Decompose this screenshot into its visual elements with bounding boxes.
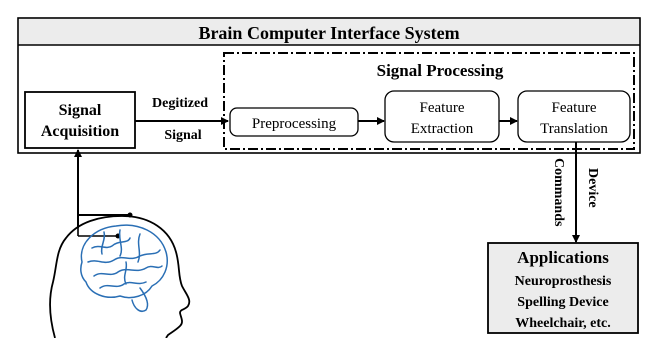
device-commands-word1: Device xyxy=(585,168,600,208)
signal-processing-box xyxy=(223,52,635,150)
head-outline xyxy=(49,215,191,338)
digitized-signal-line1: Degitized xyxy=(152,96,208,111)
feature-translation-line2: Translation xyxy=(540,121,608,137)
feature-extraction-line1: Feature xyxy=(420,100,465,116)
brain-signal-connector xyxy=(78,150,130,228)
signal-acquisition-line2: Acquisition xyxy=(41,123,119,140)
applications-title: Applications xyxy=(517,248,609,267)
application-item-2: Spelling Device xyxy=(517,295,608,310)
feature-translation-box xyxy=(517,90,631,143)
feature-extraction-box xyxy=(384,90,500,143)
signal-acquisition-line1: Signal xyxy=(59,102,102,119)
system-title-band xyxy=(19,19,639,45)
applications-box xyxy=(487,242,639,334)
system-title: Brain Computer Interface System xyxy=(198,23,459,43)
application-item-1: Neuroprosthesis xyxy=(515,274,612,289)
application-item-3: Wheelchair, etc. xyxy=(515,316,611,331)
digitized-signal-line2: Signal xyxy=(164,128,201,143)
device-commands-word2: Commands xyxy=(551,158,566,227)
feature-translation-line1: Feature xyxy=(552,100,597,116)
preprocessing-label: Preprocessing xyxy=(252,116,337,132)
signal-processing-title: Signal Processing xyxy=(377,61,504,80)
feature-extraction-line2: Extraction xyxy=(411,121,474,137)
brain-icon xyxy=(80,224,168,312)
